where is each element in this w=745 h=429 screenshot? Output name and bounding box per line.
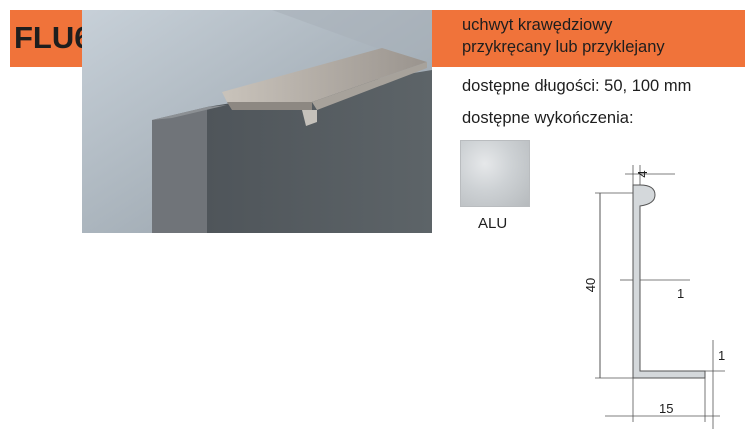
available-finishes-label: dostępne wykończenia: <box>462 109 634 127</box>
base-value: 15 <box>659 401 673 416</box>
product-code: FLU6 <box>14 20 92 55</box>
technical-drawing: 40 4 1 1 15 <box>585 165 725 429</box>
top-width-value: 4 <box>635 170 650 177</box>
code-band <box>10 10 82 67</box>
product-photo <box>82 10 432 233</box>
product-description: uchwyt krawędziowy przykręcany lub przyk… <box>462 14 665 58</box>
profile-outline <box>632 184 706 379</box>
product-photo-illustration <box>82 10 432 233</box>
lip-value: 1 <box>718 348 725 363</box>
height-value: 40 <box>585 278 598 292</box>
description-line-1: uchwyt krawędziowy <box>462 16 613 34</box>
finish-swatch-alu <box>460 140 530 207</box>
available-lengths: dostępne długości: 50, 100 mm <box>462 77 692 95</box>
thickness-value: 1 <box>677 286 684 301</box>
finish-label-alu: ALU <box>478 215 508 232</box>
description-band <box>432 10 745 67</box>
top-stripe <box>0 0 745 8</box>
description-line-2: przykręcany lub przyklejany <box>462 38 665 56</box>
